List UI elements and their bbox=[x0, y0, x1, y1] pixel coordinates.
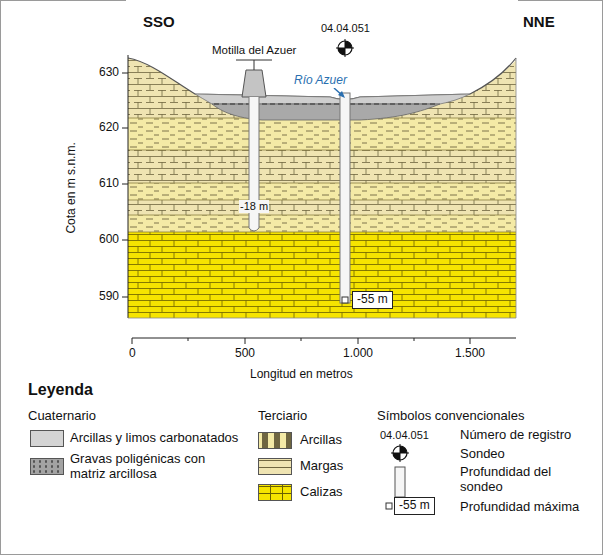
legend-text: Sondeo bbox=[460, 447, 505, 462]
legend-text: Margas bbox=[300, 459, 343, 474]
depth-box: -55 m bbox=[394, 497, 435, 515]
legend-text: Profundidad máxima bbox=[460, 500, 579, 515]
legend-text: Calizas bbox=[300, 485, 343, 500]
axis-tick: 500 bbox=[235, 347, 255, 361]
depth-value: -55 m bbox=[357, 293, 388, 307]
depth-label: -18 m bbox=[239, 200, 269, 213]
site-name: Motilla del Azuer bbox=[212, 44, 296, 57]
direction-label: NNE bbox=[523, 13, 555, 30]
axis-tick: 590 bbox=[99, 290, 119, 304]
legend-swatch bbox=[258, 458, 292, 475]
axis-title: Longitud en metros bbox=[250, 368, 353, 382]
axis-tick: 0 bbox=[129, 347, 136, 361]
axis-tick: 630 bbox=[99, 66, 119, 80]
legend-text: Profundidad del sondeo bbox=[460, 465, 570, 495]
axis-tick: 1.500 bbox=[455, 347, 485, 361]
legend-sample-id: 04.04.051 bbox=[380, 429, 429, 442]
axis-tick: 610 bbox=[99, 177, 119, 191]
legend-group: Símbolos convencionales bbox=[377, 409, 524, 424]
river-name: Río Azuer bbox=[292, 74, 349, 88]
legend-swatch bbox=[258, 432, 292, 449]
depth-value: -55 m bbox=[399, 499, 430, 513]
direction-label: SSO bbox=[143, 13, 175, 30]
legend-text: Número de registro bbox=[460, 428, 571, 443]
legend-swatch bbox=[30, 458, 64, 475]
axis-title: Cota en m s.n.m. bbox=[65, 142, 79, 233]
legend-heading: Leyenda bbox=[28, 381, 93, 399]
legend-group: Cuaternario bbox=[28, 409, 96, 424]
axis-tick: 600 bbox=[99, 233, 119, 247]
axis-tick: 1.000 bbox=[343, 347, 373, 361]
legend-swatch bbox=[30, 430, 64, 447]
depth-box: -55 m bbox=[352, 291, 393, 309]
legend-swatch bbox=[258, 484, 292, 501]
legend-text: Gravas poligénicas con matriz arcillosa bbox=[70, 452, 220, 482]
axis-tick: 620 bbox=[99, 121, 119, 135]
legend-group: Terciario bbox=[258, 409, 307, 424]
borehole-id: 04.04.051 bbox=[321, 22, 370, 35]
legend-text: Arcillas y limos carbonatados bbox=[70, 431, 238, 446]
legend-text: Arcillas bbox=[300, 433, 342, 448]
